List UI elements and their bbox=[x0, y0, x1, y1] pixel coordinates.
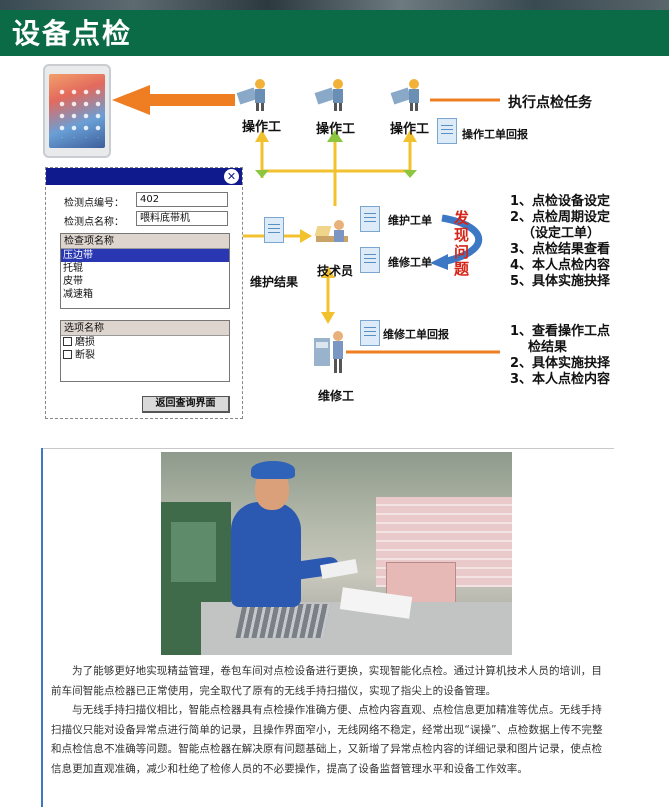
divider bbox=[43, 448, 614, 449]
document-icon bbox=[437, 118, 457, 144]
tablet-screen bbox=[49, 74, 106, 148]
maint-ticket-label: 维护工单 bbox=[388, 214, 432, 227]
option-label: 断裂 bbox=[75, 350, 95, 361]
repair-ticket-label: 维修工单 bbox=[388, 256, 432, 269]
inspection-flow-diagram: 操作工 操作工 操作工 执行点检任务 操作工单回报 技术员 维护工单 维修工单 … bbox=[0, 56, 669, 436]
list-item: 2、点检周期设定 bbox=[510, 210, 611, 225]
photo-tray bbox=[235, 604, 331, 638]
list-item: 2、具体实施抉择 bbox=[510, 356, 611, 371]
header-banner: 设备点检 bbox=[0, 0, 669, 56]
document-icon bbox=[360, 320, 380, 346]
paragraph: 与无线手持扫描仪相比，智能点检器具有点检操作准确方便、点检内容直观、点检信息更加… bbox=[51, 704, 603, 775]
repairer-label: 维修工 bbox=[318, 389, 355, 403]
op-report-label: 操作工单回报 bbox=[462, 128, 528, 141]
option-list-header: 选项名称 bbox=[61, 321, 229, 336]
app-icons bbox=[56, 86, 106, 138]
check-list-header: 检查项名称 bbox=[61, 234, 229, 249]
point-name-field[interactable]: 喂料底带机 bbox=[136, 211, 228, 226]
photo-machine-panel bbox=[171, 522, 216, 582]
repair-report-label: 维修工单回报 bbox=[383, 328, 449, 341]
photo-worker-body bbox=[231, 502, 301, 607]
option-list[interactable]: 选项名称 磨损 断裂 bbox=[60, 320, 230, 382]
worker-icon bbox=[390, 79, 419, 111]
repairer-icon bbox=[314, 331, 343, 373]
tech-duties-list: 1、点检设备设定 2、点检周期设定 （设定工单） 3、点检结果查看 4、本人点检… bbox=[510, 194, 610, 290]
maint-result-label: 维护结果 bbox=[250, 275, 299, 289]
banner-photo-strip bbox=[0, 0, 669, 10]
worker-label: 操作工 bbox=[390, 122, 430, 137]
check-item-selected[interactable]: 压边带 bbox=[61, 249, 229, 262]
arrow-to-tablet bbox=[112, 85, 235, 115]
point-name-label: 检测点名称： bbox=[64, 217, 124, 228]
paragraph: 为了能够更好地实现精益管理，卷包车间对点检设备进行更换，实现智能化点检。通过计算… bbox=[51, 665, 602, 697]
check-item[interactable]: 托辊 bbox=[63, 263, 83, 274]
list-item: 检结果 bbox=[528, 340, 568, 355]
find-problem-label: 发现问题 bbox=[454, 209, 470, 278]
list-item: 3、点检结果查看 bbox=[510, 242, 611, 257]
checkbox[interactable] bbox=[63, 350, 72, 359]
repair-duties-list: 1、查看操作工点 检结果 2、具体实施抉择 3、本人点检内容 bbox=[510, 324, 610, 388]
worker-photo bbox=[161, 452, 512, 655]
article-text: 为了能够更好地实现精益管理，卷包车间对点检设备进行更换，实现智能化点检。通过计算… bbox=[51, 662, 611, 779]
tablet-device bbox=[43, 64, 111, 158]
list-item: 5、具体实施抉择 bbox=[510, 274, 611, 289]
list-item: 1、查看操作工点 bbox=[510, 324, 611, 339]
list-item: 1、点检设备设定 bbox=[510, 194, 611, 209]
execute-task-label: 执行点检任务 bbox=[508, 95, 592, 111]
worker-label: 操作工 bbox=[242, 120, 282, 135]
point-no-field[interactable]: 402 bbox=[136, 192, 228, 207]
problem-curve-arrow bbox=[441, 214, 483, 266]
worker-icon bbox=[236, 79, 265, 111]
list-item: （设定工单） bbox=[522, 226, 601, 241]
close-icon[interactable]: ✕ bbox=[224, 169, 239, 184]
dialog-titlebar: ✕ bbox=[46, 168, 242, 185]
tech-to-workers-lines bbox=[260, 138, 412, 206]
flow-arrows bbox=[112, 85, 500, 354]
photo-worker-cap bbox=[251, 461, 295, 479]
back-to-query-button[interactable]: 返回查询界面 bbox=[142, 396, 230, 413]
inspection-dialog: ✕ 检测点编号： 402 检测点名称： 喂料底带机 检查项名称 压边带 托辊 皮… bbox=[45, 167, 243, 419]
option-item[interactable]: 断裂 bbox=[61, 349, 229, 362]
document-icon bbox=[264, 217, 284, 243]
option-item[interactable]: 磨损 bbox=[61, 336, 229, 349]
list-item: 4、本人点检内容 bbox=[510, 258, 611, 273]
checkbox[interactable] bbox=[63, 337, 72, 346]
check-item[interactable]: 皮带 bbox=[63, 276, 83, 287]
option-label: 磨损 bbox=[75, 337, 95, 348]
worker-label: 操作工 bbox=[316, 122, 356, 137]
document-icon bbox=[360, 206, 380, 232]
document-icon bbox=[360, 247, 380, 273]
worker-icon bbox=[314, 79, 343, 111]
technician-label: 技术员 bbox=[317, 264, 354, 278]
technician-icon bbox=[314, 220, 348, 242]
page-title: 设备点检 bbox=[12, 17, 133, 50]
check-item[interactable]: 减速箱 bbox=[63, 289, 93, 300]
list-item: 3、本人点检内容 bbox=[510, 372, 611, 387]
point-no-label: 检测点编号： bbox=[64, 198, 124, 209]
article-section: 为了能够更好地实现精益管理，卷包车间对点检设备进行更换，实现智能化点检。通过计算… bbox=[41, 448, 614, 807]
check-item-list[interactable]: 检查项名称 压边带 托辊 皮带 减速箱 bbox=[60, 233, 230, 309]
